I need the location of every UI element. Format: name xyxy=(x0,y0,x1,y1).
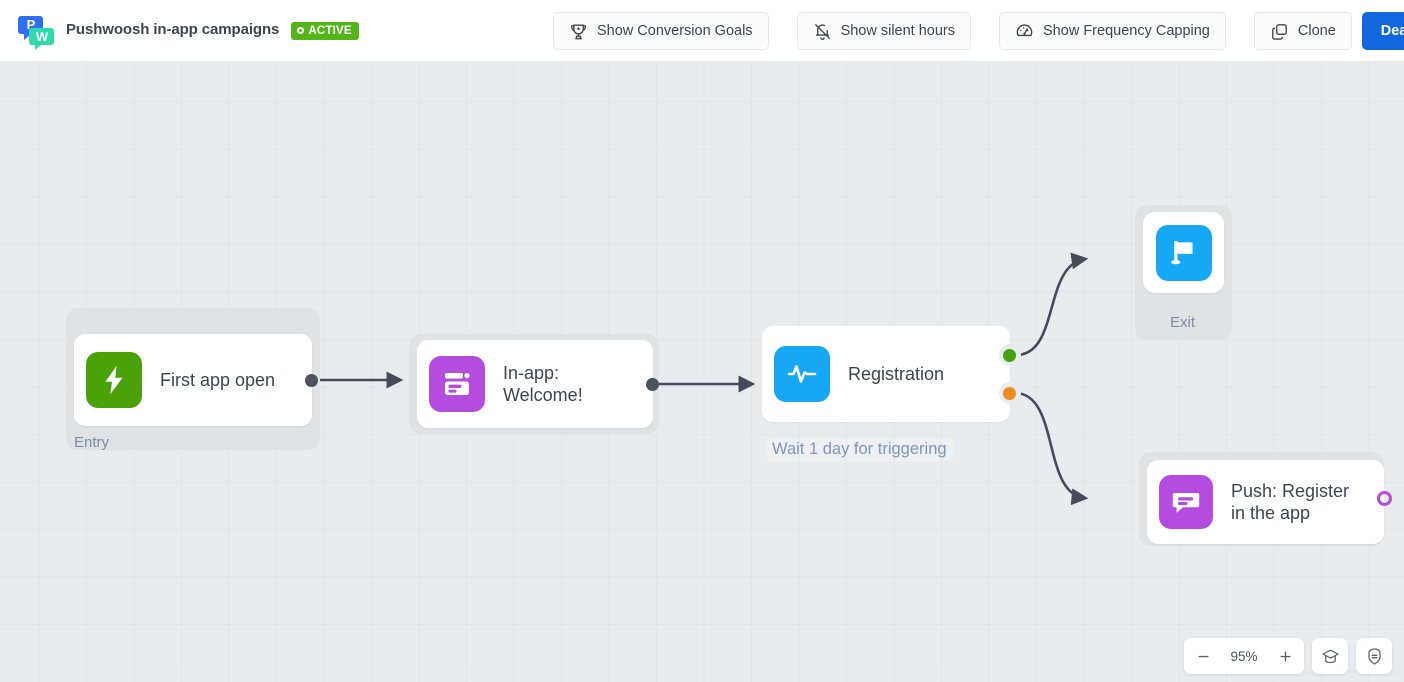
node-push-register[interactable]: Push: Register in the app xyxy=(1147,460,1392,544)
node-in-app-welcome-label: In-app: Welcome! xyxy=(503,362,583,405)
port-push-register-out[interactable] xyxy=(1377,491,1392,506)
minus-icon[interactable] xyxy=(1184,638,1222,674)
zoom-level-value: 95% xyxy=(1230,648,1258,664)
node-exit[interactable] xyxy=(1143,212,1224,293)
port-registration-fallback[interactable] xyxy=(1003,386,1016,400)
pushwoosh-logo-icon: P W xyxy=(16,11,56,51)
node-first-app-open[interactable]: First app open xyxy=(74,334,318,426)
svg-text:P: P xyxy=(27,17,36,32)
show-silent-hours-button[interactable]: Show silent hours xyxy=(796,12,972,50)
plus-icon[interactable] xyxy=(1266,638,1304,674)
deactivate-button[interactable]: Deactivate xyxy=(1361,12,1404,50)
show-frequency-capping-button[interactable]: Show Frequency Capping xyxy=(999,12,1226,50)
exit-group-label: Exit xyxy=(1170,314,1196,331)
node-registration[interactable]: Registration xyxy=(762,326,1021,422)
legend-badge-icon[interactable] xyxy=(1356,638,1392,674)
clone-label: Clone xyxy=(1297,23,1336,39)
bell-off-icon xyxy=(813,22,832,41)
zoom-pill: 95% xyxy=(1184,638,1304,674)
flag-icon xyxy=(1155,224,1212,281)
activity-pulse-icon xyxy=(774,346,830,402)
show-frequency-capping-label: Show Frequency Capping xyxy=(1043,23,1210,39)
flow-canvas[interactable]: Entry First app open In-app: Welcome! xyxy=(0,62,1404,682)
show-conversion-goals-label: Show Conversion Goals xyxy=(597,23,753,39)
status-badge-label: ACTIVE xyxy=(308,24,352,37)
clone-button[interactable]: Clone xyxy=(1253,12,1352,50)
trophy-icon xyxy=(569,22,588,41)
deactivate-label: Deactivate xyxy=(1380,23,1404,39)
entry-group-label: Entry xyxy=(74,434,110,451)
node-first-app-open-label: First app open xyxy=(160,369,276,390)
app-header: P W Pushwoosh in-app campaigns ACTIVE xyxy=(0,0,1404,62)
header-actions: Show Conversion Goals Show silent hours xyxy=(553,0,1404,62)
registration-wait-label: Wait 1 day for triggering xyxy=(766,438,953,461)
node-registration-label: Registration xyxy=(848,363,945,384)
record-dot-icon xyxy=(297,27,305,35)
graduation-cap-icon[interactable] xyxy=(1312,638,1348,674)
node-in-app-welcome[interactable]: In-app: Welcome! xyxy=(417,340,659,428)
status-badge: ACTIVE xyxy=(291,21,359,40)
svg-text:W: W xyxy=(36,29,49,44)
lightning-bolt-icon xyxy=(86,352,142,408)
node-push-register-label: Push: Register in the app xyxy=(1231,480,1350,523)
port-registration-success[interactable] xyxy=(1003,348,1016,362)
port-first-app-open-out[interactable] xyxy=(305,374,318,387)
zoom-controls: 95% xyxy=(1184,638,1392,674)
show-silent-hours-label: Show silent hours xyxy=(840,23,956,39)
flow-edges xyxy=(312,252,1089,506)
brand: P W Pushwoosh in-app campaigns ACTIVE xyxy=(16,11,359,51)
push-message-icon xyxy=(1159,475,1213,529)
copy-icon xyxy=(1270,22,1289,41)
in-app-message-icon xyxy=(429,356,485,412)
port-in-app-welcome-out[interactable] xyxy=(646,378,659,391)
show-conversion-goals-button[interactable]: Show Conversion Goals xyxy=(553,12,769,50)
page-title-text: Pushwoosh in-app campaigns xyxy=(66,21,280,39)
page-title: Pushwoosh in-app campaigns ACTIVE xyxy=(66,21,359,40)
gauge-icon xyxy=(1015,22,1034,41)
